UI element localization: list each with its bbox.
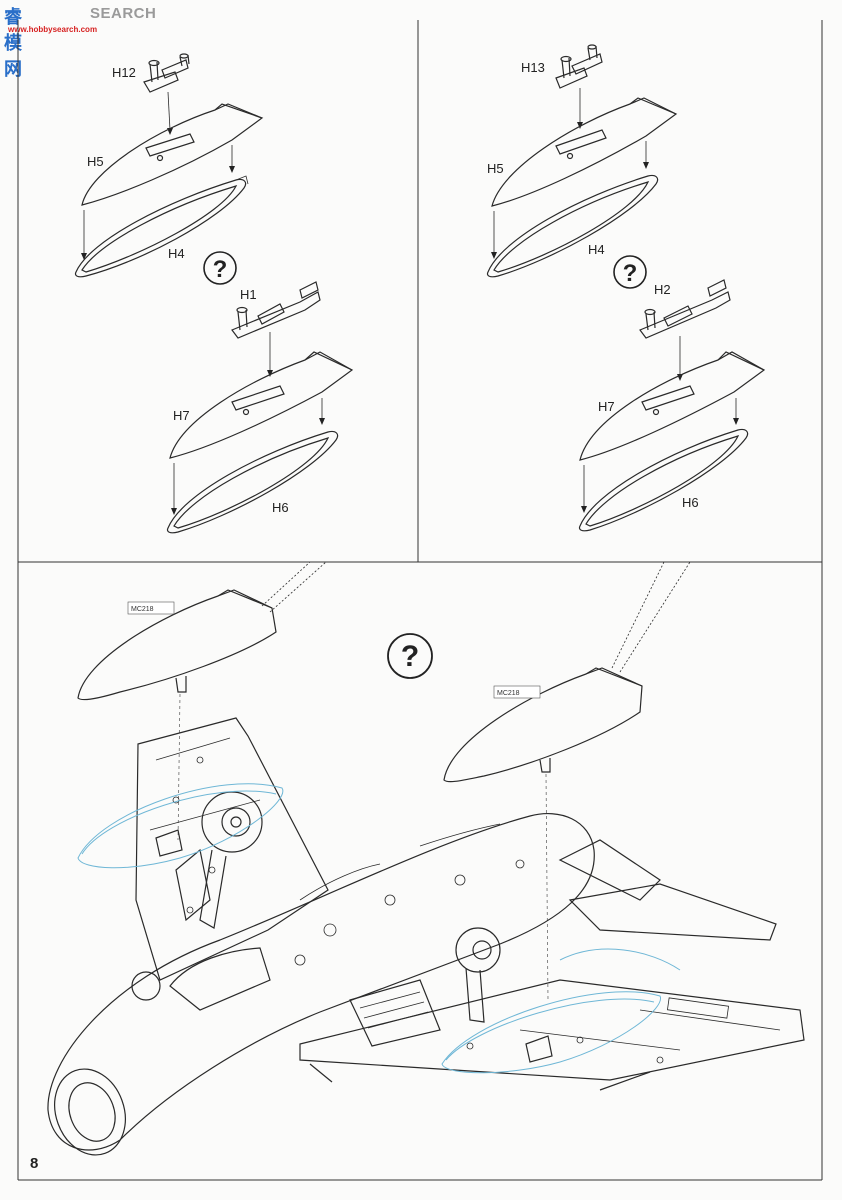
option-mark-text-right: ?	[623, 260, 638, 287]
label-h6-right: H6	[682, 495, 699, 510]
part-h6-right	[578, 428, 749, 532]
part-h7-right	[579, 351, 766, 513]
part-h2	[639, 279, 731, 381]
watermark-text: SEARCH	[90, 5, 157, 22]
option-mark-text: ?	[213, 256, 228, 283]
option-mark-top-right: ?	[613, 255, 647, 289]
part-h4	[74, 175, 249, 278]
drop-tank-right: MC218	[443, 667, 643, 1001]
label-h2: H2	[654, 282, 671, 297]
label-h13: H13	[521, 60, 545, 75]
aircraft	[47, 717, 805, 1156]
label-h12: H12	[112, 65, 136, 80]
watermark-url: www.hobbysearch.com	[8, 25, 98, 34]
page-number: 8	[30, 1155, 39, 1172]
label-h7: H7	[173, 408, 190, 423]
ref-code-right: MC218	[497, 690, 520, 697]
ref-code-left: MC218	[131, 606, 154, 613]
part-h5	[81, 103, 264, 260]
label-h4: H4	[168, 246, 185, 261]
panel-top-right: H13 H5 H4 ?	[486, 44, 766, 532]
part-h1	[231, 281, 321, 377]
ref-box-left	[127, 601, 175, 615]
panel-frame	[17, 20, 823, 1181]
label-h4-right: H4	[588, 242, 605, 257]
part-h6	[166, 430, 339, 534]
option-mark-text-bottom: ?	[401, 640, 419, 673]
option-mark-bottom: ?	[387, 633, 433, 679]
label-h7-right: H7	[598, 399, 615, 414]
label-h1: H1	[240, 287, 257, 302]
panel-bottom: MC218 MC218 ?	[47, 561, 805, 1156]
label-h5: H5	[87, 154, 104, 169]
drop-tank-left: MC218	[77, 589, 277, 841]
option-mark-top-left: ?	[203, 251, 237, 285]
panel-top-left: H12 H5 H4 ?	[74, 53, 354, 534]
label-h5-right: H5	[487, 161, 504, 176]
label-h6: H6	[272, 500, 289, 515]
part-h4-right	[486, 174, 659, 278]
part-h12	[143, 53, 190, 135]
ref-box-right	[493, 685, 541, 699]
part-h7	[169, 351, 354, 515]
part-h13	[555, 44, 603, 129]
part-h5-right	[491, 97, 678, 259]
